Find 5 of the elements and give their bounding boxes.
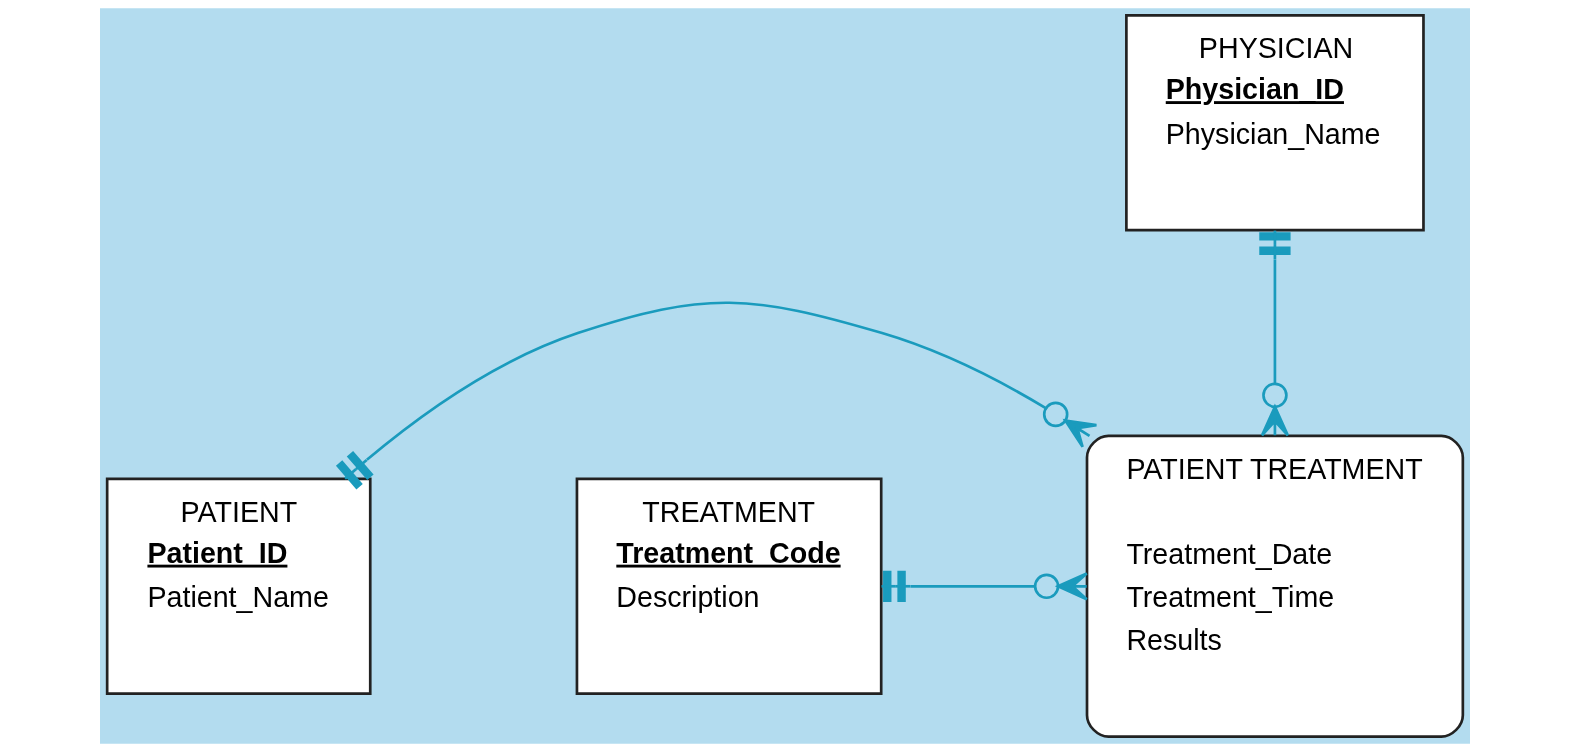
node-box: PATIENT TREATMENT Treatment_Date Treatment_Time Results [1085, 434, 1465, 738]
connector [335, 301, 1098, 490]
node-box: TREATMENT Treatment_Code Description [575, 477, 883, 695]
node-box: PHYSICIAN Physician_ID Physician_Name [1125, 14, 1425, 232]
node-box: PATIENT Patient_ID Patient_Name [105, 477, 372, 695]
